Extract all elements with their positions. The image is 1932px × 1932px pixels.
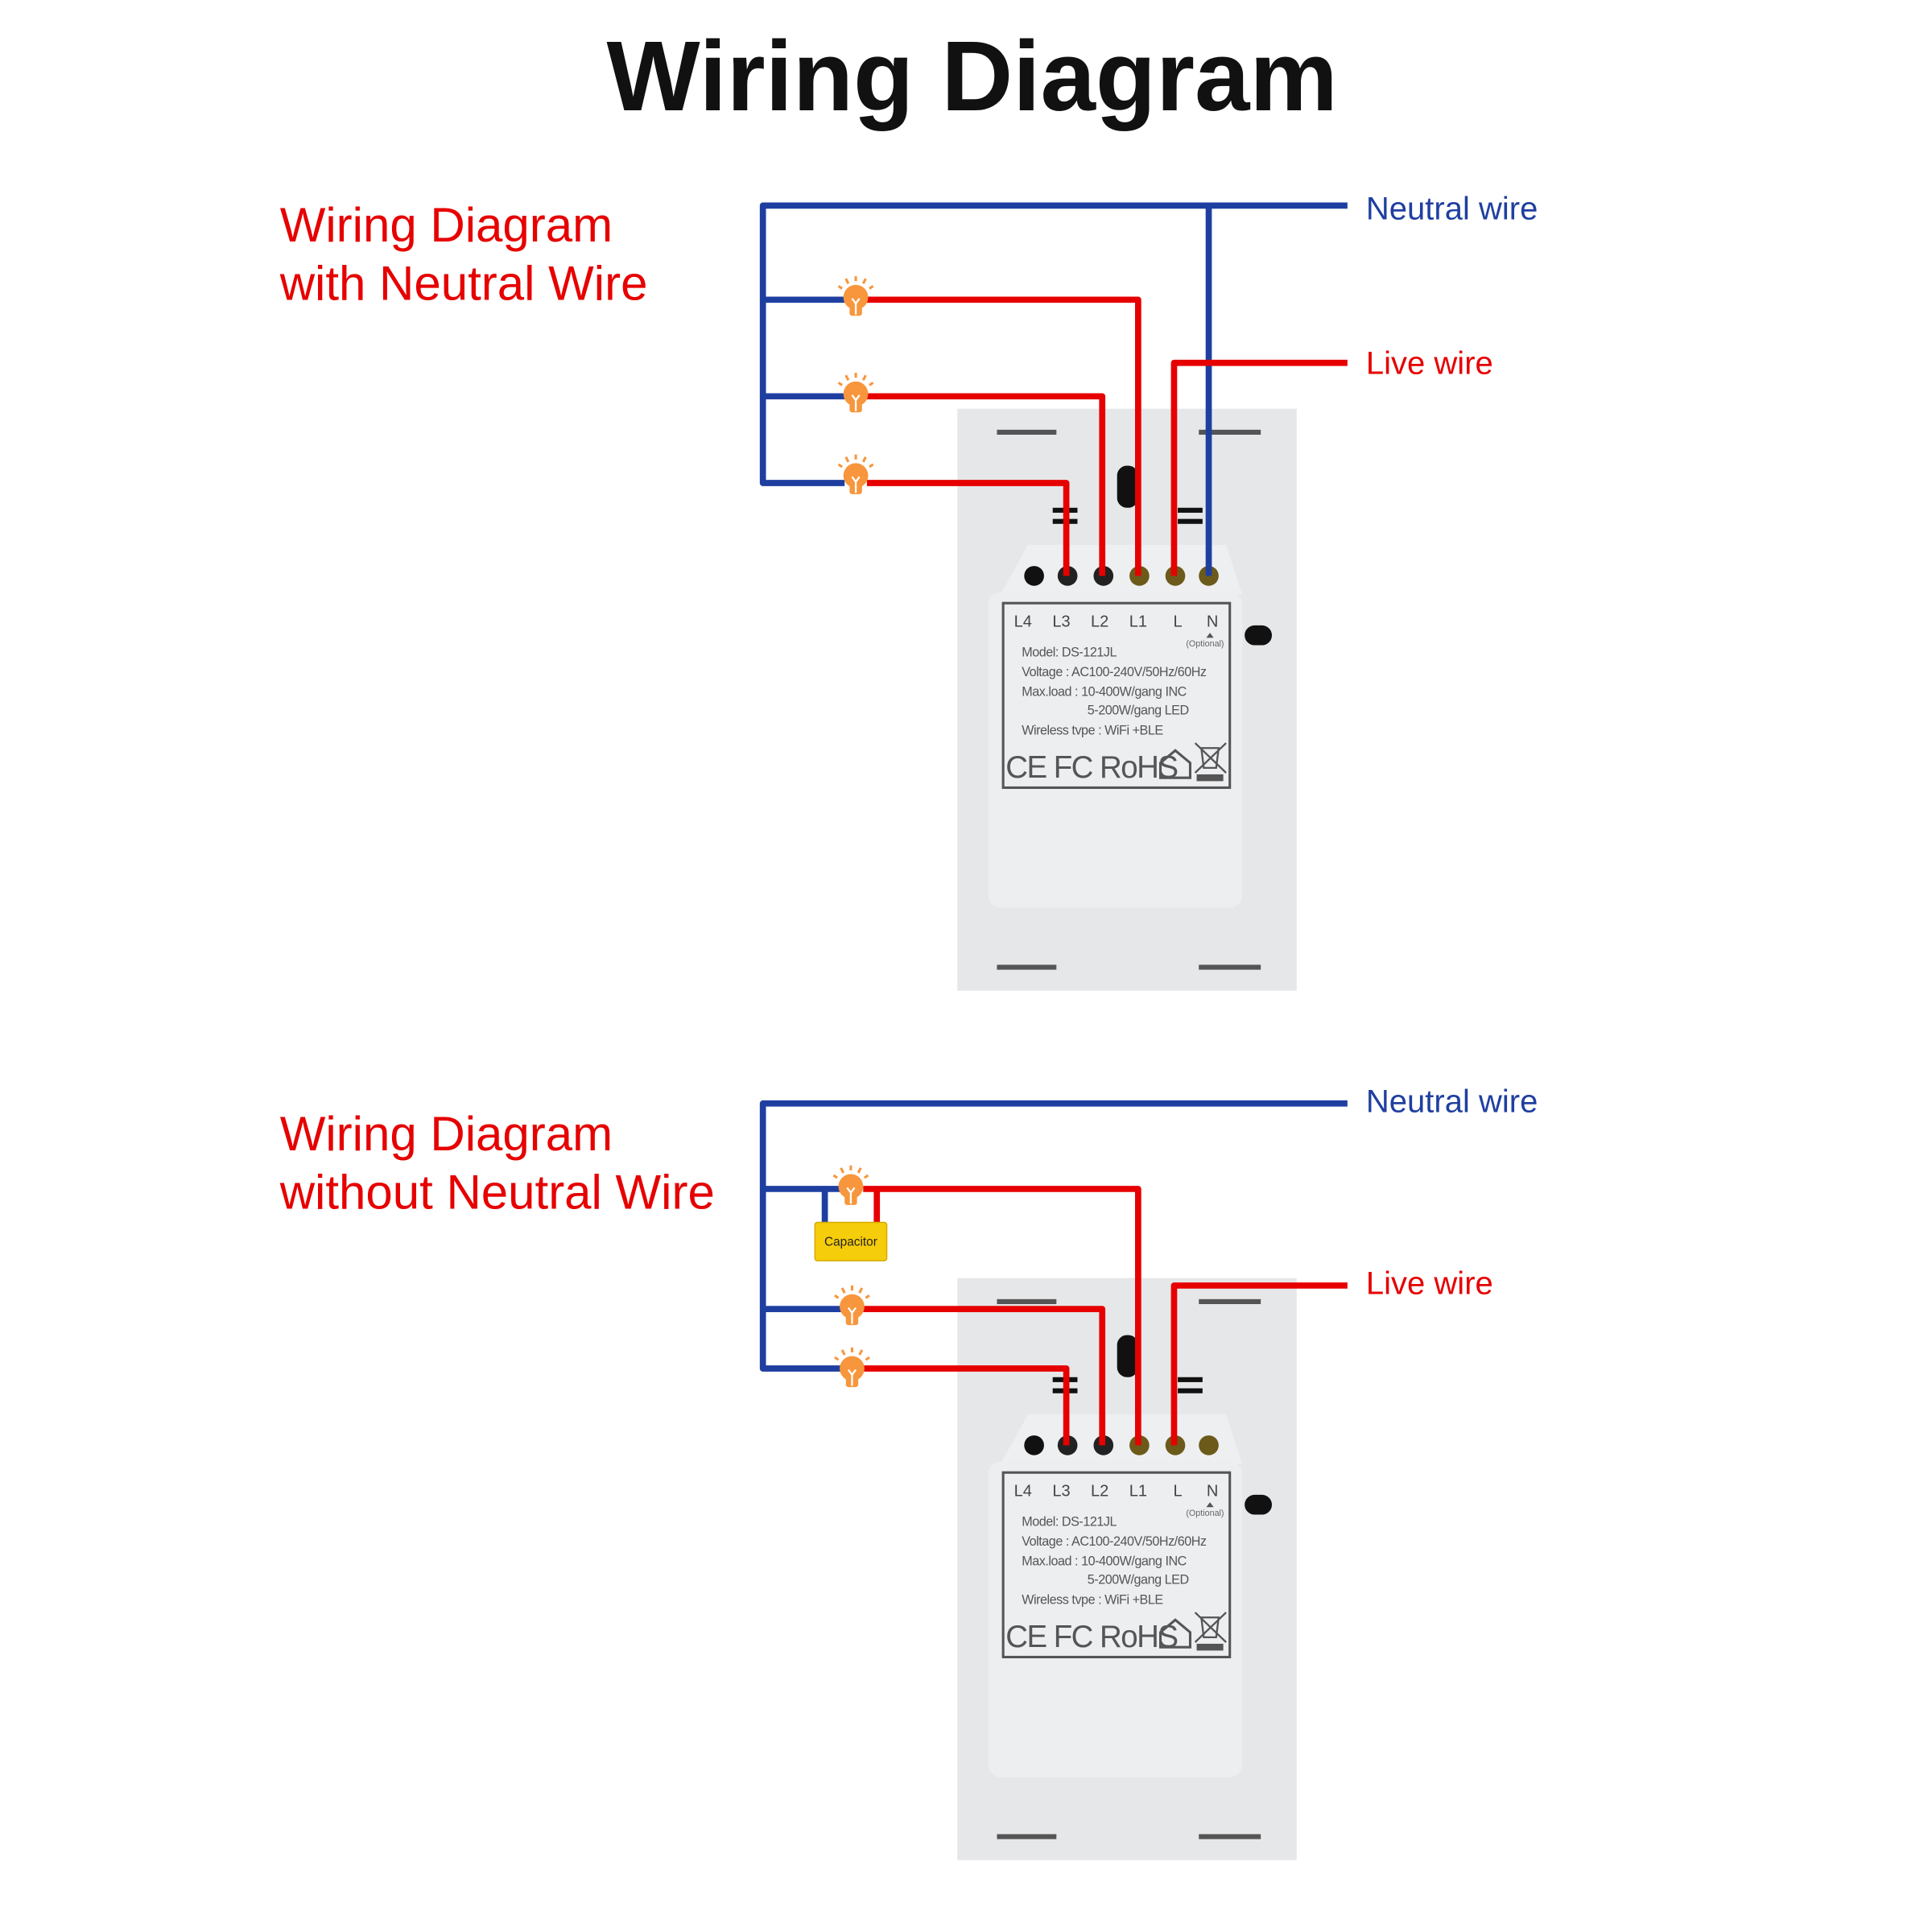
voltage-text: Voltage : AC100-240V/50Hz/60Hz — [1022, 665, 1207, 679]
light-bulb-icon — [832, 1165, 869, 1205]
maxload-led-text: 5-200W/gang LED — [1088, 1573, 1189, 1587]
terminal-label-l2: L2 — [1091, 613, 1108, 630]
live-wire — [1170, 359, 1348, 576]
section-heading-line1: Wiring Diagram — [280, 198, 613, 252]
neutral-wire-label: Neutral wire — [1366, 191, 1538, 226]
weee-bin-icon — [1194, 1612, 1227, 1651]
optional-note: (Optional) — [1186, 639, 1224, 649]
light-bulb-icon — [837, 276, 874, 316]
light-bulb-icon — [834, 1285, 870, 1326]
wireless-text: Wireless tvpe : WiFi +BLE — [1022, 723, 1163, 737]
terminal-label-n: N — [1207, 1482, 1218, 1500]
section-heading-line1: Wiring Diagram — [280, 1107, 613, 1161]
light-bulb-icon — [837, 373, 874, 413]
load-wire-l2 — [866, 393, 1106, 576]
house-icon — [1159, 1618, 1191, 1649]
light-bulb-icon — [837, 454, 874, 494]
section-with-neutral: Wiring Diagram with Neutral Wire Neutral… — [279, 191, 1538, 576]
switch-device: L4 L3 L2 L1 L N (Optional) Model: DS-121… — [957, 408, 1297, 991]
switch-device: L4 L3 L2 L1 L N (Optional) Model: DS-121… — [957, 1278, 1297, 1860]
model-text: Model: DS-121JL — [1022, 1514, 1117, 1529]
neutral-wire — [759, 1100, 1348, 1372]
section-heading-line2: with Neutral Wire — [279, 256, 648, 310]
maxload-inc-text: Max.load : 10-400W/gang INC — [1022, 685, 1187, 700]
capacitor — [814, 1221, 888, 1261]
terminal-holes — [1024, 566, 1219, 586]
neutral-wire — [759, 202, 1348, 486]
optional-note: (Optional) — [1186, 1509, 1224, 1518]
spec-label-box — [1001, 601, 1232, 790]
terminal-label-n: N — [1207, 613, 1218, 630]
page-title: Wiring Diagram — [607, 22, 1338, 132]
section-without-neutral: Wiring Diagram without Neutral Wire Capa… — [279, 1084, 1538, 1446]
switch-body — [988, 1461, 1243, 1777]
load-wire-l3 — [866, 480, 1070, 576]
terminal-label-l3: L3 — [1052, 613, 1070, 630]
live-wire-label: Live wire — [1366, 1266, 1493, 1302]
model-text: Model: DS-121JL — [1022, 645, 1117, 659]
terminal-label-l: L — [1174, 613, 1183, 630]
load-wire-l3 — [863, 1365, 1070, 1446]
maxload-inc-text: Max.load : 10-400W/gang INC — [1022, 1554, 1187, 1569]
terminal-label-l4: L4 — [1014, 1482, 1032, 1500]
terminal-label-l1: L1 — [1129, 1482, 1147, 1500]
section-heading-line2: without Neutral Wire — [279, 1166, 715, 1220]
weee-bin-icon — [1194, 742, 1227, 782]
switch-body — [988, 592, 1243, 908]
load-wire-l2 — [863, 1306, 1106, 1446]
terminal-label-l: L — [1174, 1482, 1183, 1500]
live-wire — [1170, 1282, 1348, 1446]
maxload-led-text: 5-200W/gang LED — [1088, 704, 1189, 718]
light-bulb-icon — [834, 1347, 870, 1388]
live-wire-label: Live wire — [1366, 346, 1493, 382]
wireless-text: Wireless tvpe : WiFi +BLE — [1022, 1592, 1163, 1607]
certification-logos: CE FC RoHS — [1005, 1620, 1177, 1654]
house-icon — [1159, 749, 1191, 779]
capacitor-label: Capacitor — [824, 1236, 877, 1249]
load-wire-l1 — [863, 1186, 1141, 1446]
spec-label-box — [1001, 1471, 1232, 1658]
terminal-label-l1: L1 — [1129, 613, 1147, 630]
terminal-label-l4: L4 — [1014, 613, 1032, 630]
load-wire-l1 — [866, 296, 1141, 576]
neutral-wire-label: Neutral wire — [1366, 1084, 1538, 1120]
terminal-label-l2: L2 — [1091, 1482, 1108, 1500]
voltage-text: Voltage : AC100-240V/50Hz/60Hz — [1022, 1534, 1207, 1549]
terminal-label-l3: L3 — [1052, 1482, 1070, 1500]
certification-logos: CE FC RoHS — [1005, 750, 1177, 785]
